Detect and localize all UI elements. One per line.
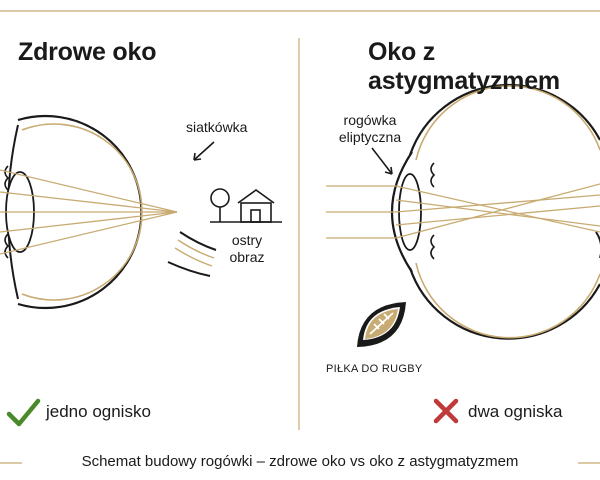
cross-icon (433, 398, 459, 424)
retina-arrow (193, 141, 215, 161)
cornea-label-line-1: rogówka (343, 112, 397, 128)
figure-caption: Schemat budowy rogówki – zdrowe oko vs o… (81, 453, 519, 470)
astigmatic-eye (326, 83, 600, 340)
check-icon (6, 398, 41, 427)
cornea-label-line-2: eliptyczna (338, 129, 402, 145)
cornea-arrow (371, 147, 393, 175)
two-foci-verdict: dwa ogniska (468, 402, 563, 421)
healthy-eye (0, 114, 217, 310)
sharp-image-label: ostry obraz (224, 232, 270, 266)
healthy-eye-title: Zdrowe oko (18, 38, 157, 66)
house-tree-icon (210, 188, 282, 223)
one-focus-verdict: jedno ognisko (46, 402, 151, 421)
elliptical-cornea-label: rogówka eliptyczna (330, 112, 410, 146)
sharp-image-line-2: obraz (229, 249, 265, 265)
sharp-image-line-1: ostry (231, 232, 263, 248)
retina-label: siatkówka (186, 119, 248, 135)
rugby-ball-label: PIŁKA DO RUGBY (326, 363, 423, 375)
rugby-ball-icon (357, 302, 406, 347)
astigmatism-title: Oko z astygmatyzmem (368, 38, 560, 95)
